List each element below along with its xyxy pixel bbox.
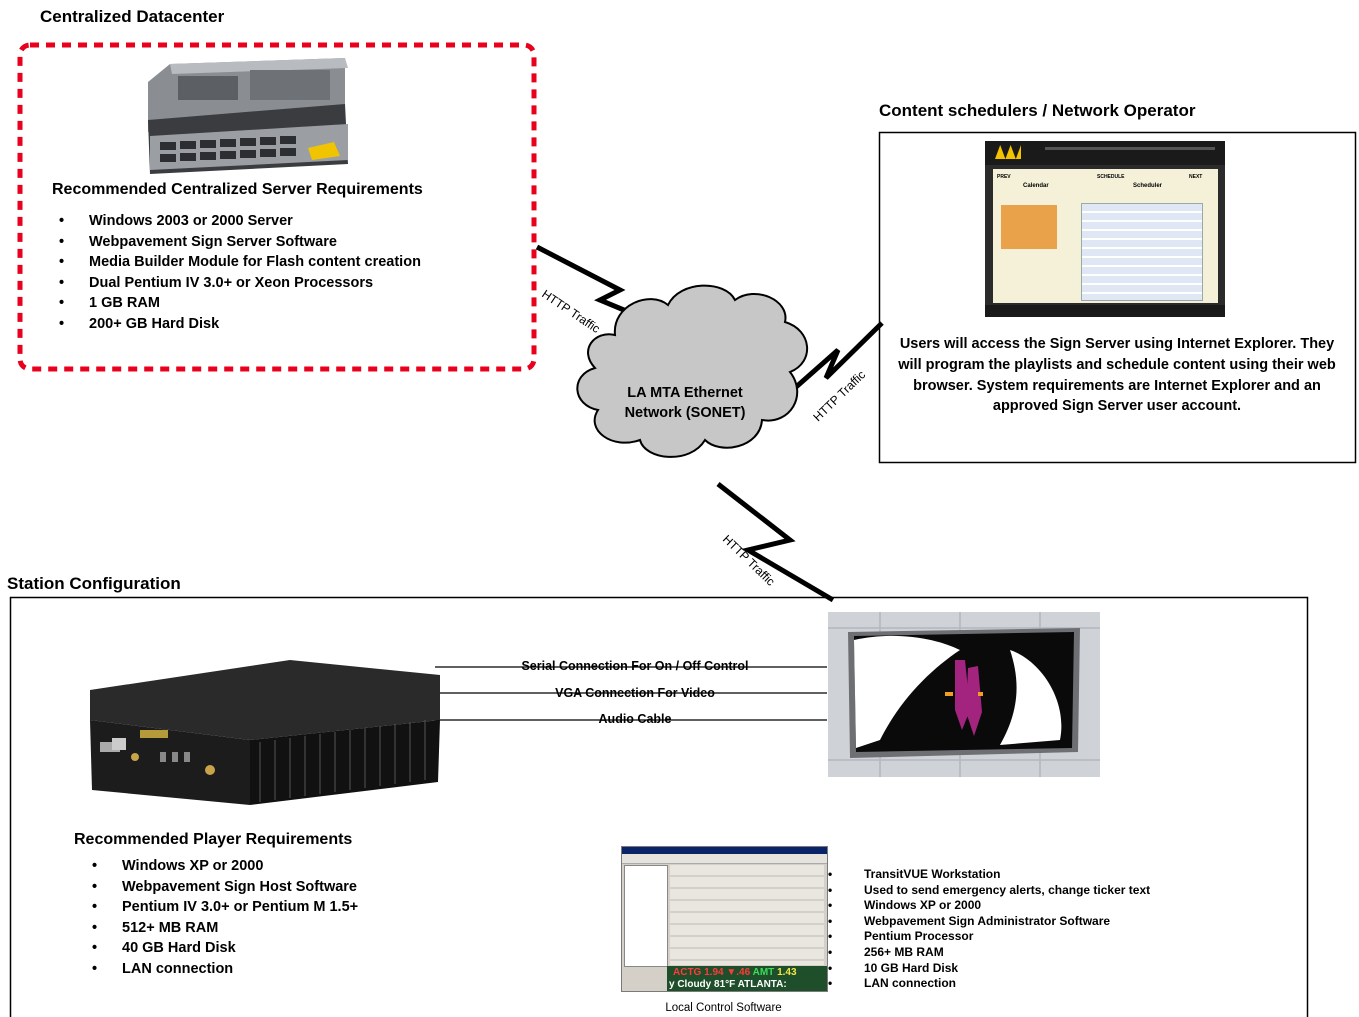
player-requirements-heading: Recommended Player Requirements (74, 831, 353, 848)
list-item: 10 GB Hard Disk (828, 961, 1150, 977)
datacenter-boundary (17, 42, 537, 372)
list-item: LAN connection (88, 959, 358, 980)
calendar-grid[interactable] (1001, 205, 1057, 249)
scheduler-content: PREV SCHEDULE NEXT Calendar Scheduler (993, 169, 1218, 303)
list-item: 1 GB RAM (55, 293, 421, 314)
form-panel[interactable] (670, 865, 824, 965)
list-item: LAN connection (828, 976, 1150, 992)
list-item: Windows XP or 2000 (828, 898, 1150, 914)
calendar-label: Calendar (1023, 183, 1049, 189)
list-item: Windows 2003 or 2000 Server (55, 211, 421, 232)
list-item: 256+ MB RAM (828, 945, 1150, 961)
rack-server-image (148, 58, 348, 174)
toolbar (622, 854, 827, 864)
audio-cable-label: Audio Cable (598, 712, 672, 726)
scheduler-label: Scheduler (1133, 183, 1163, 189)
ticker-preview: ACTG 1.94 ▼.46 AMT 1.43 y Cloudy 81°F AT… (667, 966, 827, 991)
list-item: Webpavement Sign Administrator Software (828, 914, 1150, 930)
list-item: 200+ GB Hard Disk (55, 314, 421, 335)
logo-icon (995, 145, 1021, 159)
tab-schedule[interactable]: SCHEDULE (1097, 174, 1125, 180)
list-item: TransitVUE Workstation (828, 867, 1150, 883)
nav-next[interactable]: NEXT (1189, 174, 1203, 180)
list-item: Pentium IV 3.0+ or Pentium M 1.5+ (88, 897, 358, 918)
list-item: Used to send emergency alerts, change ti… (828, 883, 1150, 899)
datacenter-title: Centralized Datacenter (40, 7, 225, 26)
local-control-screenshot: ACTG 1.94 ▼.46 AMT 1.43 y Cloudy 81°F AT… (621, 846, 828, 992)
station-title: Station Configuration (7, 574, 181, 593)
list-item: 512+ MB RAM (88, 918, 358, 939)
list-item: Pentium Processor (828, 929, 1150, 945)
workstation-requirements-list: TransitVUE Workstation Used to send emer… (828, 867, 1150, 992)
http-label-operator: HTTP Traffic (810, 368, 868, 425)
cloud-label: LA MTA Ethernet Network (SONET) (624, 385, 746, 421)
schedule-table[interactable] (1081, 203, 1203, 301)
scheduler-menu-bar (1045, 147, 1215, 150)
network-cloud (576, 284, 808, 458)
ticker-row-2: y Cloudy 81°F ATLANTA: (669, 979, 787, 990)
server-requirements-list: Windows 2003 or 2000 Server Webpavement … (55, 211, 421, 334)
server-requirements-heading: Recommended Centralized Server Requireme… (52, 181, 423, 198)
list-item: Webpavement Sign Host Software (88, 877, 358, 898)
player-requirements-list: Windows XP or 2000 Webpavement Sign Host… (88, 856, 358, 979)
signage-display-image (828, 612, 1100, 777)
link-cloud-operator (785, 321, 884, 397)
operator-description: Users will access the Sign Server using … (898, 336, 1336, 415)
scheduler-header (985, 141, 1225, 165)
vga-connection-label: VGA Connection For Video (555, 686, 715, 700)
list-item: Media Builder Module for Flash content c… (55, 252, 421, 273)
scheduler-footer (985, 305, 1225, 317)
operator-title: Content schedulers / Network Operator (879, 101, 1196, 120)
list-item: Webpavement Sign Server Software (55, 232, 421, 253)
nav-prev[interactable]: PREV (997, 174, 1011, 180)
link-cloud-display (716, 482, 835, 603)
list-item: Windows XP or 2000 (88, 856, 358, 877)
list-item: 40 GB Hard Disk (88, 938, 358, 959)
tree-panel[interactable] (624, 865, 668, 967)
window-titlebar (622, 847, 827, 854)
http-label-server: HTTP Traffic (539, 287, 602, 336)
scheduler-screenshot: PREV SCHEDULE NEXT Calendar Scheduler (985, 141, 1225, 317)
serial-connection-label: Serial Connection For On / Off Control (521, 659, 749, 673)
station-box (9, 596, 1309, 1017)
player-device-image (90, 660, 440, 805)
list-item: Dual Pentium IV 3.0+ or Xeon Processors (55, 273, 421, 294)
local-control-caption: Local Control Software (665, 1002, 782, 1014)
ticker-row-1: ACTG 1.94 ▼.46 AMT 1.43 (673, 967, 797, 978)
